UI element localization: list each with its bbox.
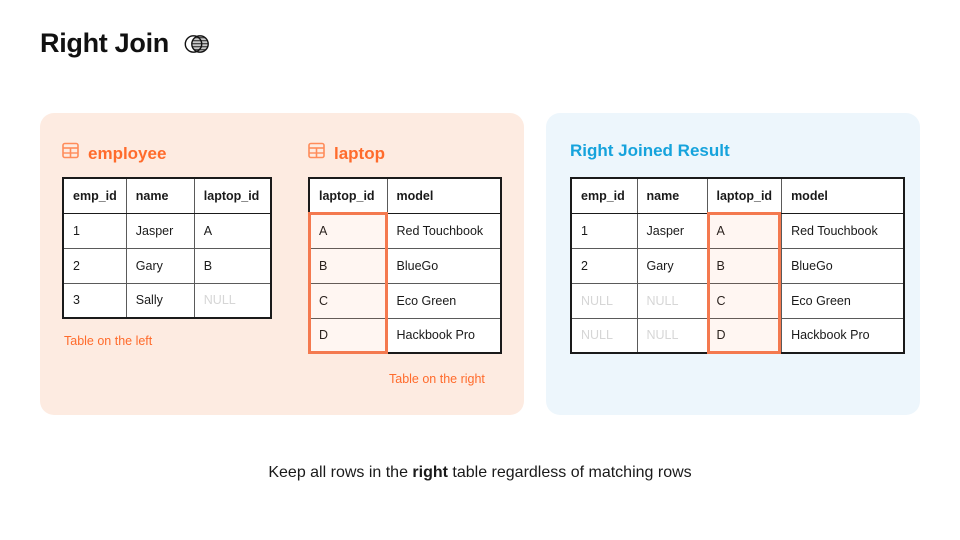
cell-laptop-id: A bbox=[193, 212, 272, 249]
cell-emp-id-null: NULL bbox=[570, 317, 638, 354]
table-row: B BlueGo bbox=[308, 247, 502, 284]
table-row: NULL NULL C Eco Green bbox=[570, 282, 905, 319]
cell-laptop-id: D bbox=[706, 317, 783, 354]
column-header-name: name bbox=[125, 177, 195, 214]
cell-name: Gary bbox=[125, 247, 195, 284]
table-row: 2 Gary B bbox=[62, 247, 272, 284]
cell-emp-id: 1 bbox=[570, 212, 638, 249]
cell-model: Hackbook Pro bbox=[781, 317, 905, 354]
cell-model: Eco Green bbox=[781, 282, 905, 319]
table-row: 3 Sally NULL bbox=[62, 282, 272, 319]
cell-emp-id: 2 bbox=[62, 247, 127, 284]
table-header-row: emp_id name laptop_id model bbox=[570, 177, 905, 214]
employee-table: emp_id name laptop_id 1 Jasper A 2 Gary … bbox=[62, 177, 273, 319]
cell-laptop-id: C bbox=[706, 282, 783, 319]
cell-model: Red Touchbook bbox=[386, 212, 502, 249]
cell-name: Jasper bbox=[636, 212, 708, 249]
cell-laptop-id: C bbox=[308, 282, 388, 319]
cell-laptop-id: A bbox=[706, 212, 783, 249]
cell-laptop-id: D bbox=[308, 317, 388, 354]
cell-model: BlueGo bbox=[781, 247, 905, 284]
result-table: emp_id name laptop_id model 1 Jasper A R… bbox=[570, 177, 905, 354]
table-icon bbox=[62, 142, 79, 164]
page-title: Right Join bbox=[40, 30, 211, 57]
cell-name-null: NULL bbox=[636, 317, 708, 354]
cell-emp-id: 2 bbox=[570, 247, 638, 284]
cell-name: Gary bbox=[636, 247, 708, 284]
table-row: 1 Jasper A bbox=[62, 212, 272, 249]
column-header-emp-id: emp_id bbox=[62, 177, 127, 214]
left-table-caption: Table on the left bbox=[64, 334, 153, 348]
footer-prefix: Keep all rows in the bbox=[268, 464, 413, 481]
laptop-table-heading: laptop bbox=[308, 142, 385, 164]
cell-name: Sally bbox=[125, 282, 195, 319]
cell-model: Hackbook Pro bbox=[386, 317, 502, 354]
column-header-model: model bbox=[781, 177, 905, 214]
table-row: D Hackbook Pro bbox=[308, 317, 502, 354]
cell-name-null: NULL bbox=[636, 282, 708, 319]
footer-suffix: table regardless of matching rows bbox=[447, 464, 692, 481]
laptop-table-label: laptop bbox=[334, 143, 385, 163]
cell-laptop-id: B bbox=[308, 247, 388, 284]
employee-table-heading: employee bbox=[62, 142, 166, 164]
cell-laptop-id: A bbox=[308, 212, 388, 249]
result-heading: Right Joined Result bbox=[570, 141, 730, 160]
footer-emphasis: right bbox=[412, 464, 448, 481]
laptop-table: laptop_id model A Red Touchbook B BlueGo… bbox=[308, 177, 502, 354]
cell-laptop-id: B bbox=[193, 247, 272, 284]
cell-emp-id-null: NULL bbox=[570, 282, 638, 319]
column-header-name: name bbox=[636, 177, 708, 214]
table-row: 1 Jasper A Red Touchbook bbox=[570, 212, 905, 249]
column-header-emp-id: emp_id bbox=[570, 177, 638, 214]
table-row: C Eco Green bbox=[308, 282, 502, 319]
cell-model: BlueGo bbox=[386, 247, 502, 284]
table-row: NULL NULL D Hackbook Pro bbox=[570, 317, 905, 354]
cell-laptop-id: B bbox=[706, 247, 783, 284]
cell-emp-id: 1 bbox=[62, 212, 127, 249]
venn-right-join-icon bbox=[183, 34, 211, 54]
right-table-caption: Table on the right bbox=[389, 372, 485, 386]
cell-model: Eco Green bbox=[386, 282, 502, 319]
page-title-text: Right Join bbox=[40, 28, 169, 58]
table-row: 2 Gary B BlueGo bbox=[570, 247, 905, 284]
table-header-row: emp_id name laptop_id bbox=[62, 177, 272, 214]
cell-name: Jasper bbox=[125, 212, 195, 249]
table-header-row: laptop_id model bbox=[308, 177, 502, 214]
table-icon bbox=[308, 142, 325, 164]
column-header-laptop-id: laptop_id bbox=[193, 177, 272, 214]
cell-model: Red Touchbook bbox=[781, 212, 905, 249]
cell-laptop-id-null: NULL bbox=[193, 282, 272, 319]
employee-table-label: employee bbox=[88, 143, 167, 163]
cell-emp-id: 3 bbox=[62, 282, 127, 319]
column-header-laptop-id: laptop_id bbox=[706, 177, 783, 214]
column-header-model: model bbox=[386, 177, 502, 214]
column-header-laptop-id: laptop_id bbox=[308, 177, 388, 214]
footer-caption: Keep all rows in the right table regardl… bbox=[0, 464, 960, 482]
table-row: A Red Touchbook bbox=[308, 212, 502, 249]
